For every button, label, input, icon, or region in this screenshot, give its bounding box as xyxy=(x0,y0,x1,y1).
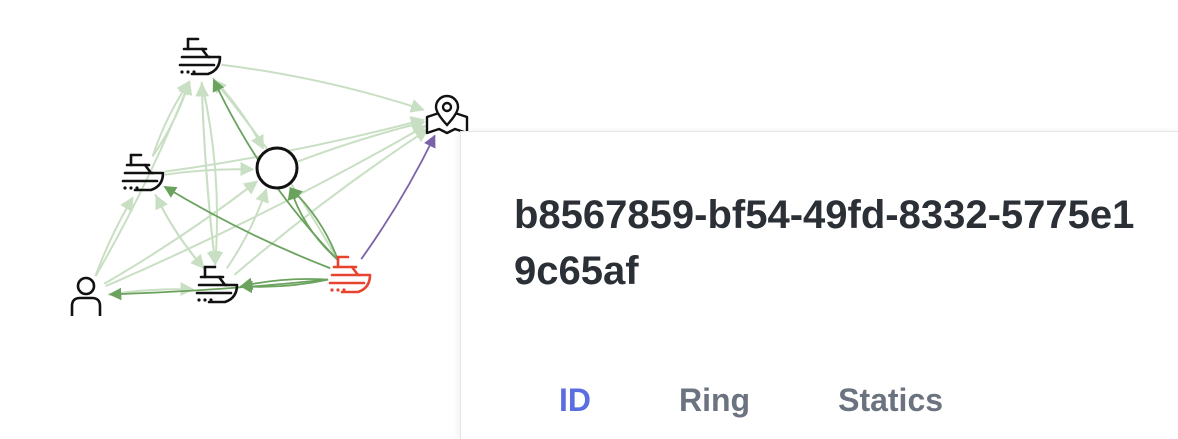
tab-statics[interactable]: Statics xyxy=(838,382,944,418)
graph-edge xyxy=(221,63,425,113)
graph-edge xyxy=(94,80,192,277)
ship-icon[interactable] xyxy=(121,153,165,192)
graph-edge xyxy=(200,81,224,266)
graph-edges xyxy=(94,63,436,301)
graph-edge xyxy=(151,80,191,157)
graph-edge xyxy=(155,194,206,271)
graph-edge xyxy=(297,118,426,163)
circle-icon[interactable] xyxy=(255,146,299,190)
graph-edge xyxy=(233,128,429,276)
graph-edge xyxy=(195,82,217,267)
graph-edge xyxy=(226,188,269,269)
node-id-title: b8567859-bf54-49fd-8332-5775e19c65af xyxy=(514,193,1135,293)
map-pin-icon[interactable] xyxy=(425,94,469,135)
graph-edge xyxy=(163,185,331,270)
ship-icon[interactable] xyxy=(178,37,222,76)
graph-edge xyxy=(105,124,427,288)
tab-id[interactable]: ID xyxy=(559,382,591,418)
tab-ring[interactable]: Ring xyxy=(679,382,751,418)
person-icon[interactable] xyxy=(70,276,102,316)
graph-edge xyxy=(151,80,193,157)
graph-edge xyxy=(94,196,134,277)
graph-edge xyxy=(289,187,339,260)
graph-edge xyxy=(360,134,436,260)
ship-icon[interactable] xyxy=(328,255,372,294)
graph-edge xyxy=(239,278,329,294)
graph-edge xyxy=(108,278,329,301)
details-tabs: ID Ring Statics xyxy=(559,382,943,419)
ship-icon[interactable] xyxy=(195,265,239,304)
graph-edge xyxy=(164,162,255,177)
graph-edge xyxy=(164,116,425,173)
graph-nodes xyxy=(70,37,469,316)
details-panel: b8567859-bf54-49fd-8332-5775e19c65af ID … xyxy=(460,131,1178,439)
graph-edge xyxy=(103,180,259,285)
